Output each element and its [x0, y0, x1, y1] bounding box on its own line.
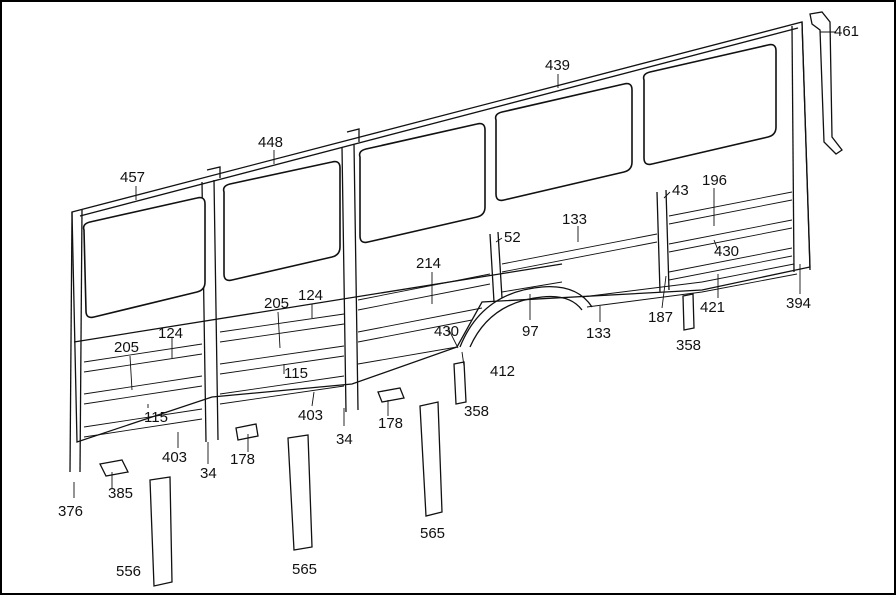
leader-lines [73, 31, 836, 498]
label-214: 214 [416, 255, 441, 272]
label-565b: 565 [420, 525, 445, 542]
label-52: 52 [504, 229, 521, 246]
label-358a: 358 [676, 337, 701, 354]
label-394: 394 [786, 295, 811, 312]
part-385 [99, 459, 129, 477]
label-403a: 403 [298, 407, 323, 424]
label-448: 448 [258, 134, 283, 151]
label-205a: 205 [114, 339, 139, 356]
label-565a: 565 [292, 561, 317, 578]
label-358b: 358 [464, 403, 489, 420]
label-556: 556 [116, 563, 141, 580]
label-43: 43 [672, 182, 689, 199]
part-178a [377, 387, 405, 403]
wheel-arch [459, 286, 593, 348]
label-133a: 133 [562, 211, 587, 228]
label-97: 97 [522, 323, 539, 340]
label-178b: 178 [230, 451, 255, 468]
rear-upright-461 [809, 11, 843, 155]
side-panel-outline [69, 21, 811, 473]
part-178b [235, 423, 259, 441]
label-178a: 178 [378, 415, 403, 432]
windows [82, 43, 777, 319]
part-358b [453, 361, 467, 405]
label-124b: 124 [298, 287, 323, 304]
label-115a: 115 [284, 365, 308, 382]
label-430a: 430 [714, 243, 739, 260]
label-385: 385 [108, 485, 133, 502]
label-376: 376 [58, 503, 83, 520]
label-196: 196 [702, 172, 727, 189]
label-421: 421 [700, 299, 725, 316]
label-461: 461 [834, 23, 859, 40]
label-205b: 205 [264, 295, 289, 312]
label-133b: 133 [586, 325, 611, 342]
part-556 [149, 476, 173, 587]
label-412: 412 [490, 363, 515, 380]
label-34a: 34 [336, 431, 353, 448]
label-115b: 115 [144, 409, 168, 426]
label-187: 187 [648, 309, 673, 326]
label-430b: 430 [434, 323, 459, 340]
part-358a [682, 293, 695, 331]
part-565a [287, 434, 313, 551]
label-457: 457 [120, 169, 145, 186]
part-565b [419, 401, 443, 517]
label-403b: 403 [162, 449, 187, 466]
loose-parts [99, 293, 695, 587]
rails [83, 191, 798, 438]
label-34b: 34 [200, 465, 217, 482]
label-124a: 124 [158, 325, 183, 342]
pillars [201, 128, 670, 443]
label-439: 439 [545, 57, 570, 74]
